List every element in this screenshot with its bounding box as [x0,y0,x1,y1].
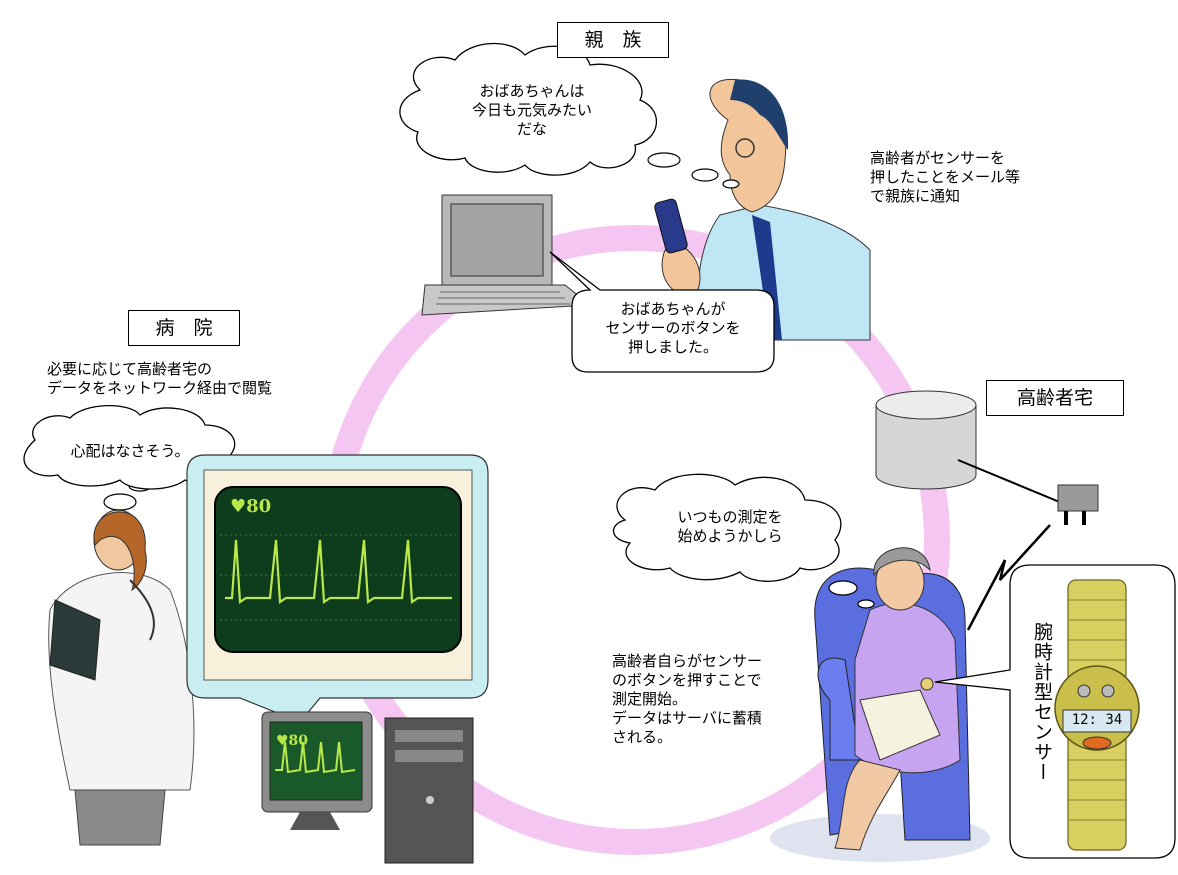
watch-caption: 腕時計型センサー [1031,622,1053,782]
ecg-trace [225,539,452,604]
doctor-thought-text: 心配はなさそう。 [70,442,190,460]
elderly-note: 高齢者自らがセンサー のボタンを押すことで 測定開始。 データはサーバに蓄積 さ… [612,652,763,746]
laptop-speech-bubble [549,251,775,373]
elderly-thought-cloud [612,473,842,582]
elderly-thought-text: いつもの測定を 始めようかしら [677,508,783,545]
pc-monitor-icon [261,711,474,864]
relatives-label: 親 族 [557,22,669,58]
laptop-message-text: おばあちゃんが センサーのボタンを 押しました。 [605,300,741,356]
pc-heart-rate-readout: ♥80 [276,733,309,749]
doctor-figure [48,480,195,846]
elderly-home-label: 高齢者宅 [986,380,1124,416]
watch-icon [1054,579,1140,851]
server-cylinder-icon [875,390,977,490]
relative-thought-text: おばあちゃんは 今日も元気みたい だな [471,82,592,138]
relative-thought-cloud [399,42,657,176]
hospital-note: 必要に応じて高齢者宅の データをネットワーク経由で閲覧 [47,360,273,397]
wireless-signal [966,524,1051,631]
laptop-icon [421,194,592,316]
sensor-plug-icon [1057,484,1099,525]
hospital-label: 病 院 [128,310,240,346]
heart-rate-readout: ♥80 [230,496,272,517]
elderly-woman-figure [770,547,990,862]
relatives-note: 高齢者がセンサーを 押したことをメール等 で親族に通知 [870,149,1021,205]
watch-time-display: 12: 34 [1071,712,1123,728]
ecg-screen [214,486,462,653]
